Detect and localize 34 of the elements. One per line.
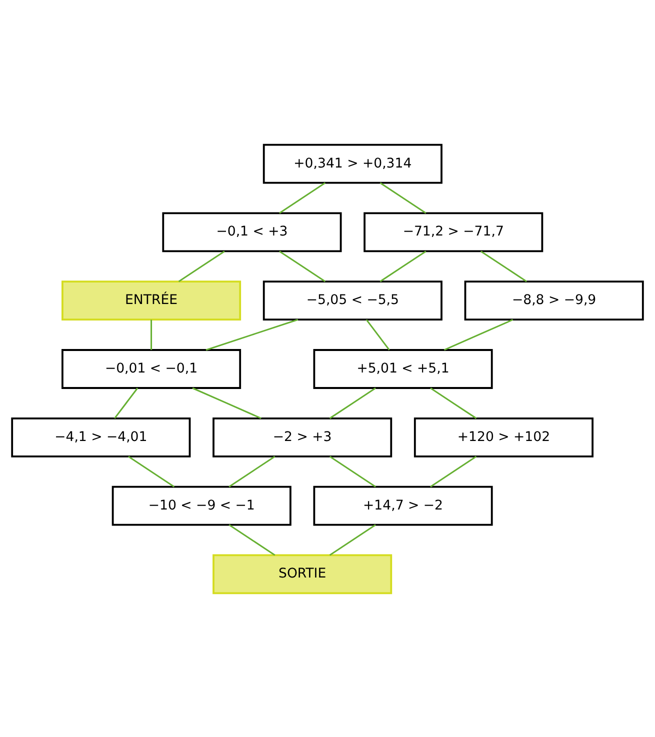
connector	[150, 319, 152, 350]
connector	[128, 455, 175, 487]
connector	[329, 524, 376, 556]
connector	[329, 386, 376, 418]
node-box: +0,341 > +0,314	[262, 143, 442, 184]
node-box: −71,2 > −71,7	[364, 212, 544, 252]
connector	[444, 318, 514, 350]
node-box: −2 > +3	[212, 416, 392, 457]
connector	[279, 250, 326, 282]
connector	[279, 182, 326, 214]
node-box: −0,01 < −0,1	[62, 348, 242, 388]
node-box: −4,1 > −4,01	[11, 416, 191, 457]
node-box: +120 > +102	[414, 416, 594, 457]
connector	[480, 250, 527, 282]
node-box: −5,05 < −5,5	[262, 280, 442, 320]
node-box: ENTRÉE	[62, 280, 242, 320]
node-box: −0,1 < +3	[162, 212, 342, 252]
connector	[380, 182, 426, 214]
connector	[228, 524, 276, 556]
connector	[178, 250, 225, 282]
node-box: +14,7 > −2	[313, 485, 493, 526]
connector	[380, 250, 426, 282]
connector	[114, 387, 138, 418]
connector	[329, 455, 376, 487]
node-box: −8,8 > −9,9	[464, 280, 644, 320]
connector	[192, 386, 262, 418]
connector	[430, 455, 477, 487]
connector	[366, 318, 390, 350]
node-box: −10 < −9 < −1	[112, 485, 292, 526]
node-box: SORTIE	[212, 554, 392, 594]
connector	[430, 386, 477, 418]
connector	[228, 455, 276, 487]
connector	[206, 318, 298, 350]
node-box: +5,01 < +5,1	[313, 348, 493, 388]
